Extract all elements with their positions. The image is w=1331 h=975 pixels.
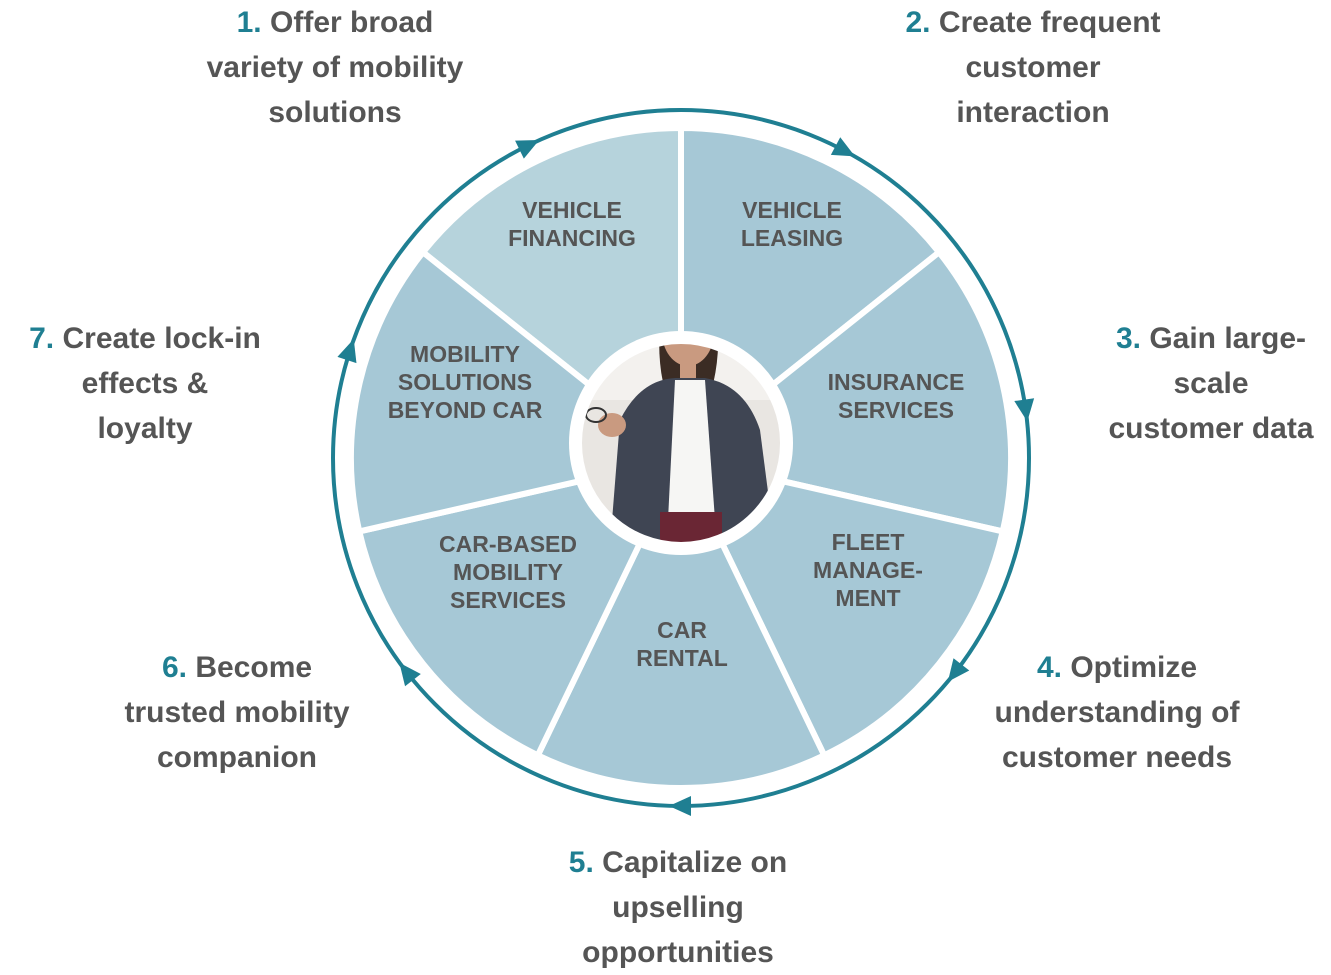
step-5-line3: opportunities bbox=[582, 936, 774, 969]
step-2-label: 2. Create frequent customer interaction bbox=[868, 0, 1198, 135]
cycle-arrow-icon bbox=[515, 139, 540, 159]
step-6-line2: trusted mobility bbox=[124, 696, 350, 729]
step-1-line1: Offer broad bbox=[270, 6, 434, 39]
step-1-line3: solutions bbox=[268, 96, 402, 129]
step-5-line1: Capitalize on bbox=[602, 846, 788, 879]
cycle-arrow-icon bbox=[830, 137, 855, 157]
cycle-arrow-icon bbox=[669, 796, 691, 816]
step-3-line1: Gain large- bbox=[1149, 322, 1307, 355]
step-4-line2: understanding of bbox=[994, 696, 1240, 729]
step-3-line2: scale bbox=[1173, 367, 1249, 400]
step-7-line1: Create lock-in bbox=[62, 322, 261, 355]
step-5-label: 5. Capitalize on upselling opportunities bbox=[528, 840, 828, 975]
step-4-label: 4. Optimize understanding of customer ne… bbox=[967, 645, 1267, 780]
wheel-segment-6 bbox=[355, 453, 687, 760]
step-7-label: 7. Create lock-in effects & loyalty bbox=[0, 316, 290, 451]
step-3-number: 3. bbox=[1115, 322, 1141, 355]
step-4-line3: customer needs bbox=[1001, 741, 1233, 774]
step-3-line3: customer data bbox=[1108, 412, 1314, 445]
step-4-line1: Optimize bbox=[1070, 651, 1198, 684]
step-5-number: 5. bbox=[568, 846, 594, 879]
step-2-line3: interaction bbox=[956, 96, 1110, 129]
cycle-arrow-icon bbox=[947, 658, 970, 682]
step-1-label: 1. Offer broad variety of mobility solut… bbox=[170, 0, 500, 135]
wheel-segment-4 bbox=[675, 453, 1007, 760]
step-5-line2: upselling bbox=[612, 891, 744, 924]
step-4-number: 4. bbox=[1036, 651, 1062, 684]
step-3-label: 3. Gain large- scale customer data bbox=[1091, 316, 1331, 451]
cycle-arrow-icon bbox=[337, 339, 357, 364]
step-2-number: 2. bbox=[905, 6, 931, 39]
step-6-line3: companion bbox=[156, 741, 317, 774]
cycle-arrow-icon bbox=[399, 662, 421, 687]
step-1-line2: variety of mobility bbox=[206, 51, 464, 84]
wheel-segment-5 bbox=[533, 451, 829, 791]
step-6-line1: Become bbox=[195, 651, 313, 684]
step-7-number: 7. bbox=[29, 322, 55, 355]
step-7-line2: effects & bbox=[81, 367, 209, 400]
cycle-arrow-icon bbox=[1014, 398, 1035, 422]
step-1-number: 1. bbox=[236, 6, 262, 39]
step-7-line3: loyalty bbox=[97, 412, 193, 445]
step-2-line2: customer bbox=[965, 51, 1101, 84]
step-6-label: 6. Become trusted mobility companion bbox=[92, 645, 382, 780]
step-2-line1: Create frequent bbox=[938, 6, 1161, 39]
step-6-number: 6. bbox=[161, 651, 187, 684]
